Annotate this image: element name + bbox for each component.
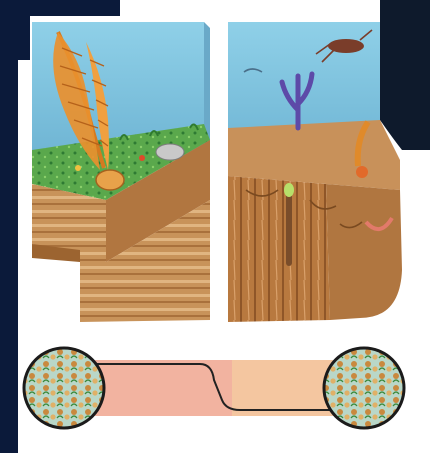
frame-top-right bbox=[380, 0, 430, 150]
mat-bead bbox=[139, 155, 145, 161]
left-block bbox=[32, 22, 210, 322]
holdfast-disc bbox=[96, 170, 124, 190]
frame-left-edge bbox=[0, 60, 18, 453]
tube-organism-head bbox=[356, 166, 368, 178]
right-sediment-front bbox=[228, 176, 330, 322]
burrowing-worm-head bbox=[284, 183, 294, 197]
shell-organism bbox=[156, 144, 184, 160]
right-sediment-curve bbox=[326, 184, 402, 320]
transition-bar bbox=[24, 348, 404, 428]
right-block bbox=[228, 22, 402, 322]
mat-bead bbox=[75, 165, 81, 171]
burrowing-worm bbox=[286, 190, 292, 266]
matground-lens bbox=[24, 348, 104, 428]
mixground-lens bbox=[324, 348, 404, 428]
